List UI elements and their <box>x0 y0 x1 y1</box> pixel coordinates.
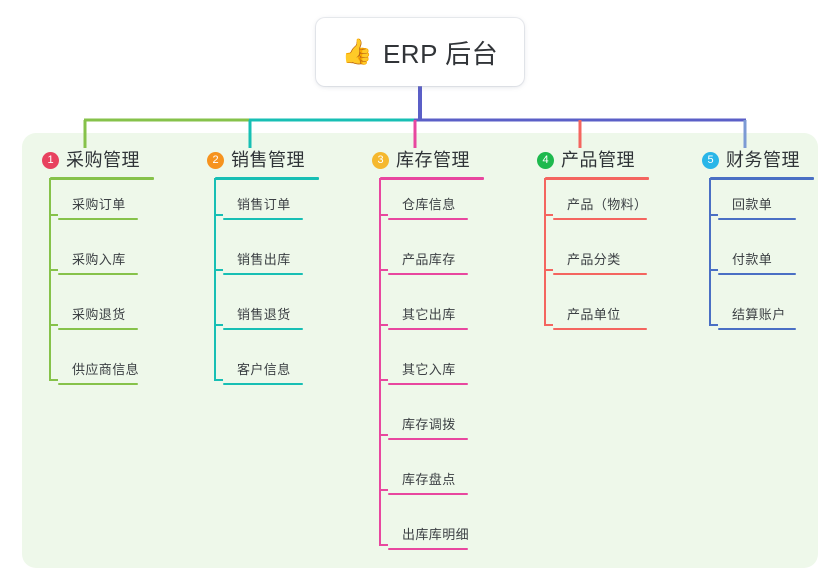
column-header-2[interactable]: 2 销售管理 <box>207 146 319 180</box>
leaf-underline <box>58 328 138 330</box>
leaf-node[interactable]: 销售退货 <box>215 304 303 330</box>
content-panel <box>22 133 818 568</box>
leaf-node[interactable]: 出库库明细 <box>380 524 469 550</box>
leaf-underline <box>718 218 796 220</box>
column-underline-1 <box>50 177 154 180</box>
leaf-node[interactable]: 供应商信息 <box>50 359 139 385</box>
column-header-4[interactable]: 4 产品管理 <box>537 146 649 180</box>
leaf-underline <box>388 548 468 550</box>
column-title-1: 采购管理 <box>66 150 140 170</box>
leaf-node[interactable]: 销售出库 <box>215 249 303 275</box>
leaf-underline <box>553 218 647 220</box>
leaf-label: 客户信息 <box>237 362 291 377</box>
leaf-node[interactable]: 产品库存 <box>380 249 468 275</box>
leaf-node[interactable]: 仓库信息 <box>380 194 468 220</box>
leaf-underline <box>58 218 138 220</box>
leaf-underline <box>553 273 647 275</box>
leaf-label: 其它入库 <box>402 362 456 377</box>
column-4: 4 产品管理产品（物料） 产品分类产品单位 <box>537 146 649 330</box>
leaf-label: 采购退货 <box>72 307 126 322</box>
column-header-5[interactable]: 5 财务管理 <box>702 146 814 180</box>
leaf-label: 库存盘点 <box>402 472 456 487</box>
column-badge-1: 1 <box>42 152 59 169</box>
leaf-node[interactable]: 其它入库 <box>380 359 468 385</box>
leaf-underline <box>388 438 468 440</box>
column-badge-4: 4 <box>537 152 554 169</box>
column-3: 3 库存管理仓库信息产品库存其它出库其它入库库存调拨库存盘点出库库明细 <box>372 146 484 550</box>
leaf-underline <box>388 273 468 275</box>
leaf-label: 销售出库 <box>237 252 291 267</box>
leaf-underline <box>718 328 796 330</box>
column-1: 1 采购管理采购订单采购入库采购退货供应商信息 <box>42 146 154 385</box>
leaf-node[interactable]: 销售订单 <box>215 194 303 220</box>
column-badge-5: 5 <box>702 152 719 169</box>
leaf-node[interactable]: 回款单 <box>710 194 796 220</box>
column-underline-4 <box>545 177 649 180</box>
leaf-node[interactable]: 库存调拨 <box>380 414 468 440</box>
leaf-label: 回款单 <box>732 197 773 212</box>
leaf-node[interactable]: 采购订单 <box>50 194 138 220</box>
column-2: 2 销售管理销售订单销售出库销售退货客户信息 <box>207 146 319 385</box>
leaf-underline <box>388 218 468 220</box>
leaf-label: 产品分类 <box>567 252 621 267</box>
leaf-node[interactable]: 客户信息 <box>215 359 303 385</box>
leaf-underline <box>58 383 138 385</box>
root-node-card[interactable]: 👍 ERP 后台 <box>316 18 524 86</box>
leaf-underline <box>388 383 468 385</box>
column-header-1[interactable]: 1 采购管理 <box>42 146 154 180</box>
leaf-label: 仓库信息 <box>402 197 456 212</box>
leaf-node[interactable]: 其它出库 <box>380 304 468 330</box>
leaf-label: 其它出库 <box>402 307 456 322</box>
leaf-node[interactable]: 库存盘点 <box>380 469 468 495</box>
column-title-5: 财务管理 <box>726 150 800 170</box>
leaf-label: 库存调拨 <box>402 417 456 432</box>
column-title-3: 库存管理 <box>396 150 470 170</box>
leaf-node[interactable]: 采购退货 <box>50 304 138 330</box>
leaf-underline <box>388 493 468 495</box>
root-title: ERP 后台 <box>382 38 499 69</box>
column-underline-5 <box>710 177 814 180</box>
leaf-label: 采购入库 <box>72 252 126 267</box>
leaf-label: 产品单位 <box>567 307 621 322</box>
column-badge-3: 3 <box>372 152 389 169</box>
leaf-label: 付款单 <box>732 252 773 267</box>
column-underline-2 <box>215 177 319 180</box>
leaf-label: 销售订单 <box>237 197 291 212</box>
leaf-label: 销售退货 <box>237 307 291 322</box>
leaf-underline <box>223 383 303 385</box>
leaf-underline <box>58 273 138 275</box>
leaf-underline <box>223 218 303 220</box>
leaf-label: 产品库存 <box>402 252 456 267</box>
column-title-2: 销售管理 <box>231 150 305 170</box>
leaf-node[interactable]: 产品单位 <box>545 304 647 330</box>
column-underline-3 <box>380 177 484 180</box>
leaf-label: 结算账户 <box>732 307 786 322</box>
leaf-node[interactable]: 产品分类 <box>545 249 647 275</box>
leaf-underline <box>388 328 468 330</box>
column-5: 5 财务管理回款单付款单结算账户 <box>702 146 814 330</box>
leaf-underline <box>718 273 796 275</box>
leaf-underline <box>553 328 647 330</box>
leaf-label: 产品（物料） <box>567 197 648 212</box>
leaf-node[interactable]: 采购入库 <box>50 249 138 275</box>
leaf-label: 出库库明细 <box>402 527 470 542</box>
leaf-node[interactable]: 结算账户 <box>710 304 796 330</box>
leaf-node[interactable]: 付款单 <box>710 249 796 275</box>
thumbs-up-icon: 👍 <box>341 37 373 66</box>
column-badge-2: 2 <box>207 152 224 169</box>
leaf-underline <box>223 328 303 330</box>
column-header-3[interactable]: 3 库存管理 <box>372 146 484 180</box>
leaf-underline <box>223 273 303 275</box>
leaf-label: 供应商信息 <box>72 362 140 377</box>
leaf-node[interactable]: 产品（物料） <box>545 194 647 220</box>
leaf-label: 采购订单 <box>72 197 126 212</box>
column-title-4: 产品管理 <box>561 150 635 170</box>
